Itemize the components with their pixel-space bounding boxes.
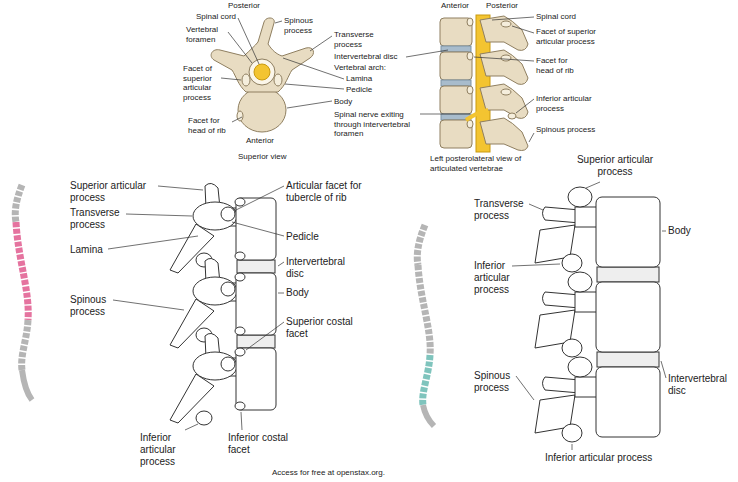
part-label: Spinous process xyxy=(536,125,595,134)
part-label: Facet for head of rib xyxy=(536,56,574,75)
articulated-vertebrae xyxy=(440,15,528,152)
part-label: Body xyxy=(286,287,309,298)
label-slot: Transverse process xyxy=(334,30,379,49)
part-label: Vertebral foramen xyxy=(186,25,218,44)
part-label: Superior articular process xyxy=(577,154,653,177)
label-slot: Access for free at openstax.org. xyxy=(272,468,385,478)
part-label: Spinal nerve exiting through interverteb… xyxy=(334,110,410,138)
part-label: Pedicle xyxy=(286,231,319,242)
label-slot: Vertebral foramen xyxy=(186,25,228,44)
part-label: Left posterolateral view of articulated … xyxy=(430,154,521,173)
label-slot: Spinal cord xyxy=(196,12,236,22)
label-slot: Intervertebral disc xyxy=(668,373,734,397)
part-label: Transverse process xyxy=(334,30,374,49)
part-label: Spinal cord xyxy=(196,12,236,21)
part-label: Pedicle xyxy=(346,85,372,94)
part-label: Superior costal facet xyxy=(286,316,353,339)
part-label: Facet of superior articular process xyxy=(183,64,212,102)
label-slot: Facet of superior articular process xyxy=(183,64,219,102)
part-label: Facet of superior articular process xyxy=(536,27,596,46)
thoracic-vertebrae xyxy=(170,183,276,425)
part-label: Inferior articular process xyxy=(545,452,652,463)
label-slot: Spinal cord xyxy=(536,12,576,22)
part-label: Posterior xyxy=(486,1,518,10)
label-slot: Intervertebral disc xyxy=(286,256,352,280)
lumbar-vertebrae xyxy=(535,187,660,442)
label-slot: Superior articular process xyxy=(560,154,670,178)
label-slot: Body xyxy=(668,225,691,237)
label-slot: Facet for head of rib xyxy=(188,116,232,135)
part-label: Body xyxy=(334,97,352,106)
label-slot: Vertebral arch: xyxy=(334,63,386,73)
part-label: Anterior xyxy=(246,136,274,145)
leader-lines xyxy=(108,17,666,450)
label-slot: Pedicle xyxy=(286,231,319,243)
label-slot: Inferior articular process xyxy=(474,260,524,296)
part-label: Lamina xyxy=(70,244,103,255)
label-slot: Left posterolateral view of articulated … xyxy=(430,154,528,173)
label-slot: Body xyxy=(334,97,352,107)
label-slot: Facet for head of rib xyxy=(536,56,580,75)
label-slot: Inferior costal facet xyxy=(228,432,300,456)
part-label: Access for free at openstax.org. xyxy=(272,468,385,477)
spine-thumbnail-lumbar xyxy=(417,225,434,426)
part-label: Inferior articular process xyxy=(536,94,592,113)
part-label: Spinous process xyxy=(284,16,313,35)
label-slot: Superior costal facet xyxy=(286,316,366,340)
label-slot: Transverse process xyxy=(70,207,130,231)
label-slot: Spinous process xyxy=(536,125,595,135)
part-label: Facet for head of rib xyxy=(188,116,226,135)
part-label: Intervertebral disc xyxy=(668,373,727,396)
label-slot: Inferior articular process xyxy=(545,452,652,464)
label-slot: Inferior articular process xyxy=(536,94,604,113)
part-label: Body xyxy=(668,225,691,236)
part-label: Intervertebral disc xyxy=(286,256,345,279)
label-slot: Spinous process xyxy=(474,370,524,394)
label-slot: Intervertebral disc xyxy=(334,52,398,62)
label-slot: Anterior xyxy=(441,1,469,11)
part-label: Spinous process xyxy=(70,294,106,317)
part-label: Transverse process xyxy=(70,207,120,230)
part-label: Inferior articular process xyxy=(140,432,176,467)
part-label: Lamina xyxy=(346,74,372,83)
label-slot: Articular facet for tubercle of rib xyxy=(286,180,376,204)
label-slot: Facet of superior articular process xyxy=(536,27,606,46)
part-label: Superior view xyxy=(238,152,286,161)
part-label: Articular facet for tubercle of rib xyxy=(286,180,362,203)
part-label: Vertebral arch: xyxy=(334,63,386,72)
label-slot: Transverse process xyxy=(474,198,534,222)
part-label: Inferior costal facet xyxy=(228,432,288,455)
part-label: Spinous process xyxy=(474,370,510,393)
label-slot: Spinous process xyxy=(70,294,120,318)
part-label: Inferior articular process xyxy=(474,260,510,295)
part-label: Anterior xyxy=(441,1,469,10)
part-label: Transverse process xyxy=(474,198,524,221)
label-slot: Pedicle xyxy=(346,85,372,95)
spine-thumbnail-thoracic xyxy=(15,185,32,400)
label-slot: Spinous process xyxy=(284,16,324,35)
superior-view-vertebra xyxy=(211,18,313,132)
part-label: Superior articular process xyxy=(70,180,146,203)
part-label: Spinal cord xyxy=(536,12,576,21)
label-slot: Superior view xyxy=(238,152,286,162)
label-slot: Posterior xyxy=(228,1,260,11)
label-slot: Posterior xyxy=(486,1,518,11)
label-slot: Anterior xyxy=(246,136,274,146)
label-slot: Lamina xyxy=(70,244,103,256)
part-label: Intervertebral disc xyxy=(334,52,398,61)
label-slot: Superior articular process xyxy=(70,180,162,204)
label-slot: Body xyxy=(286,287,309,299)
label-slot: Spinal nerve exiting through interverteb… xyxy=(334,110,420,139)
label-slot: Lamina xyxy=(346,74,372,84)
label-slot: Inferior articular process xyxy=(140,432,190,468)
part-label: Posterior xyxy=(228,1,260,10)
